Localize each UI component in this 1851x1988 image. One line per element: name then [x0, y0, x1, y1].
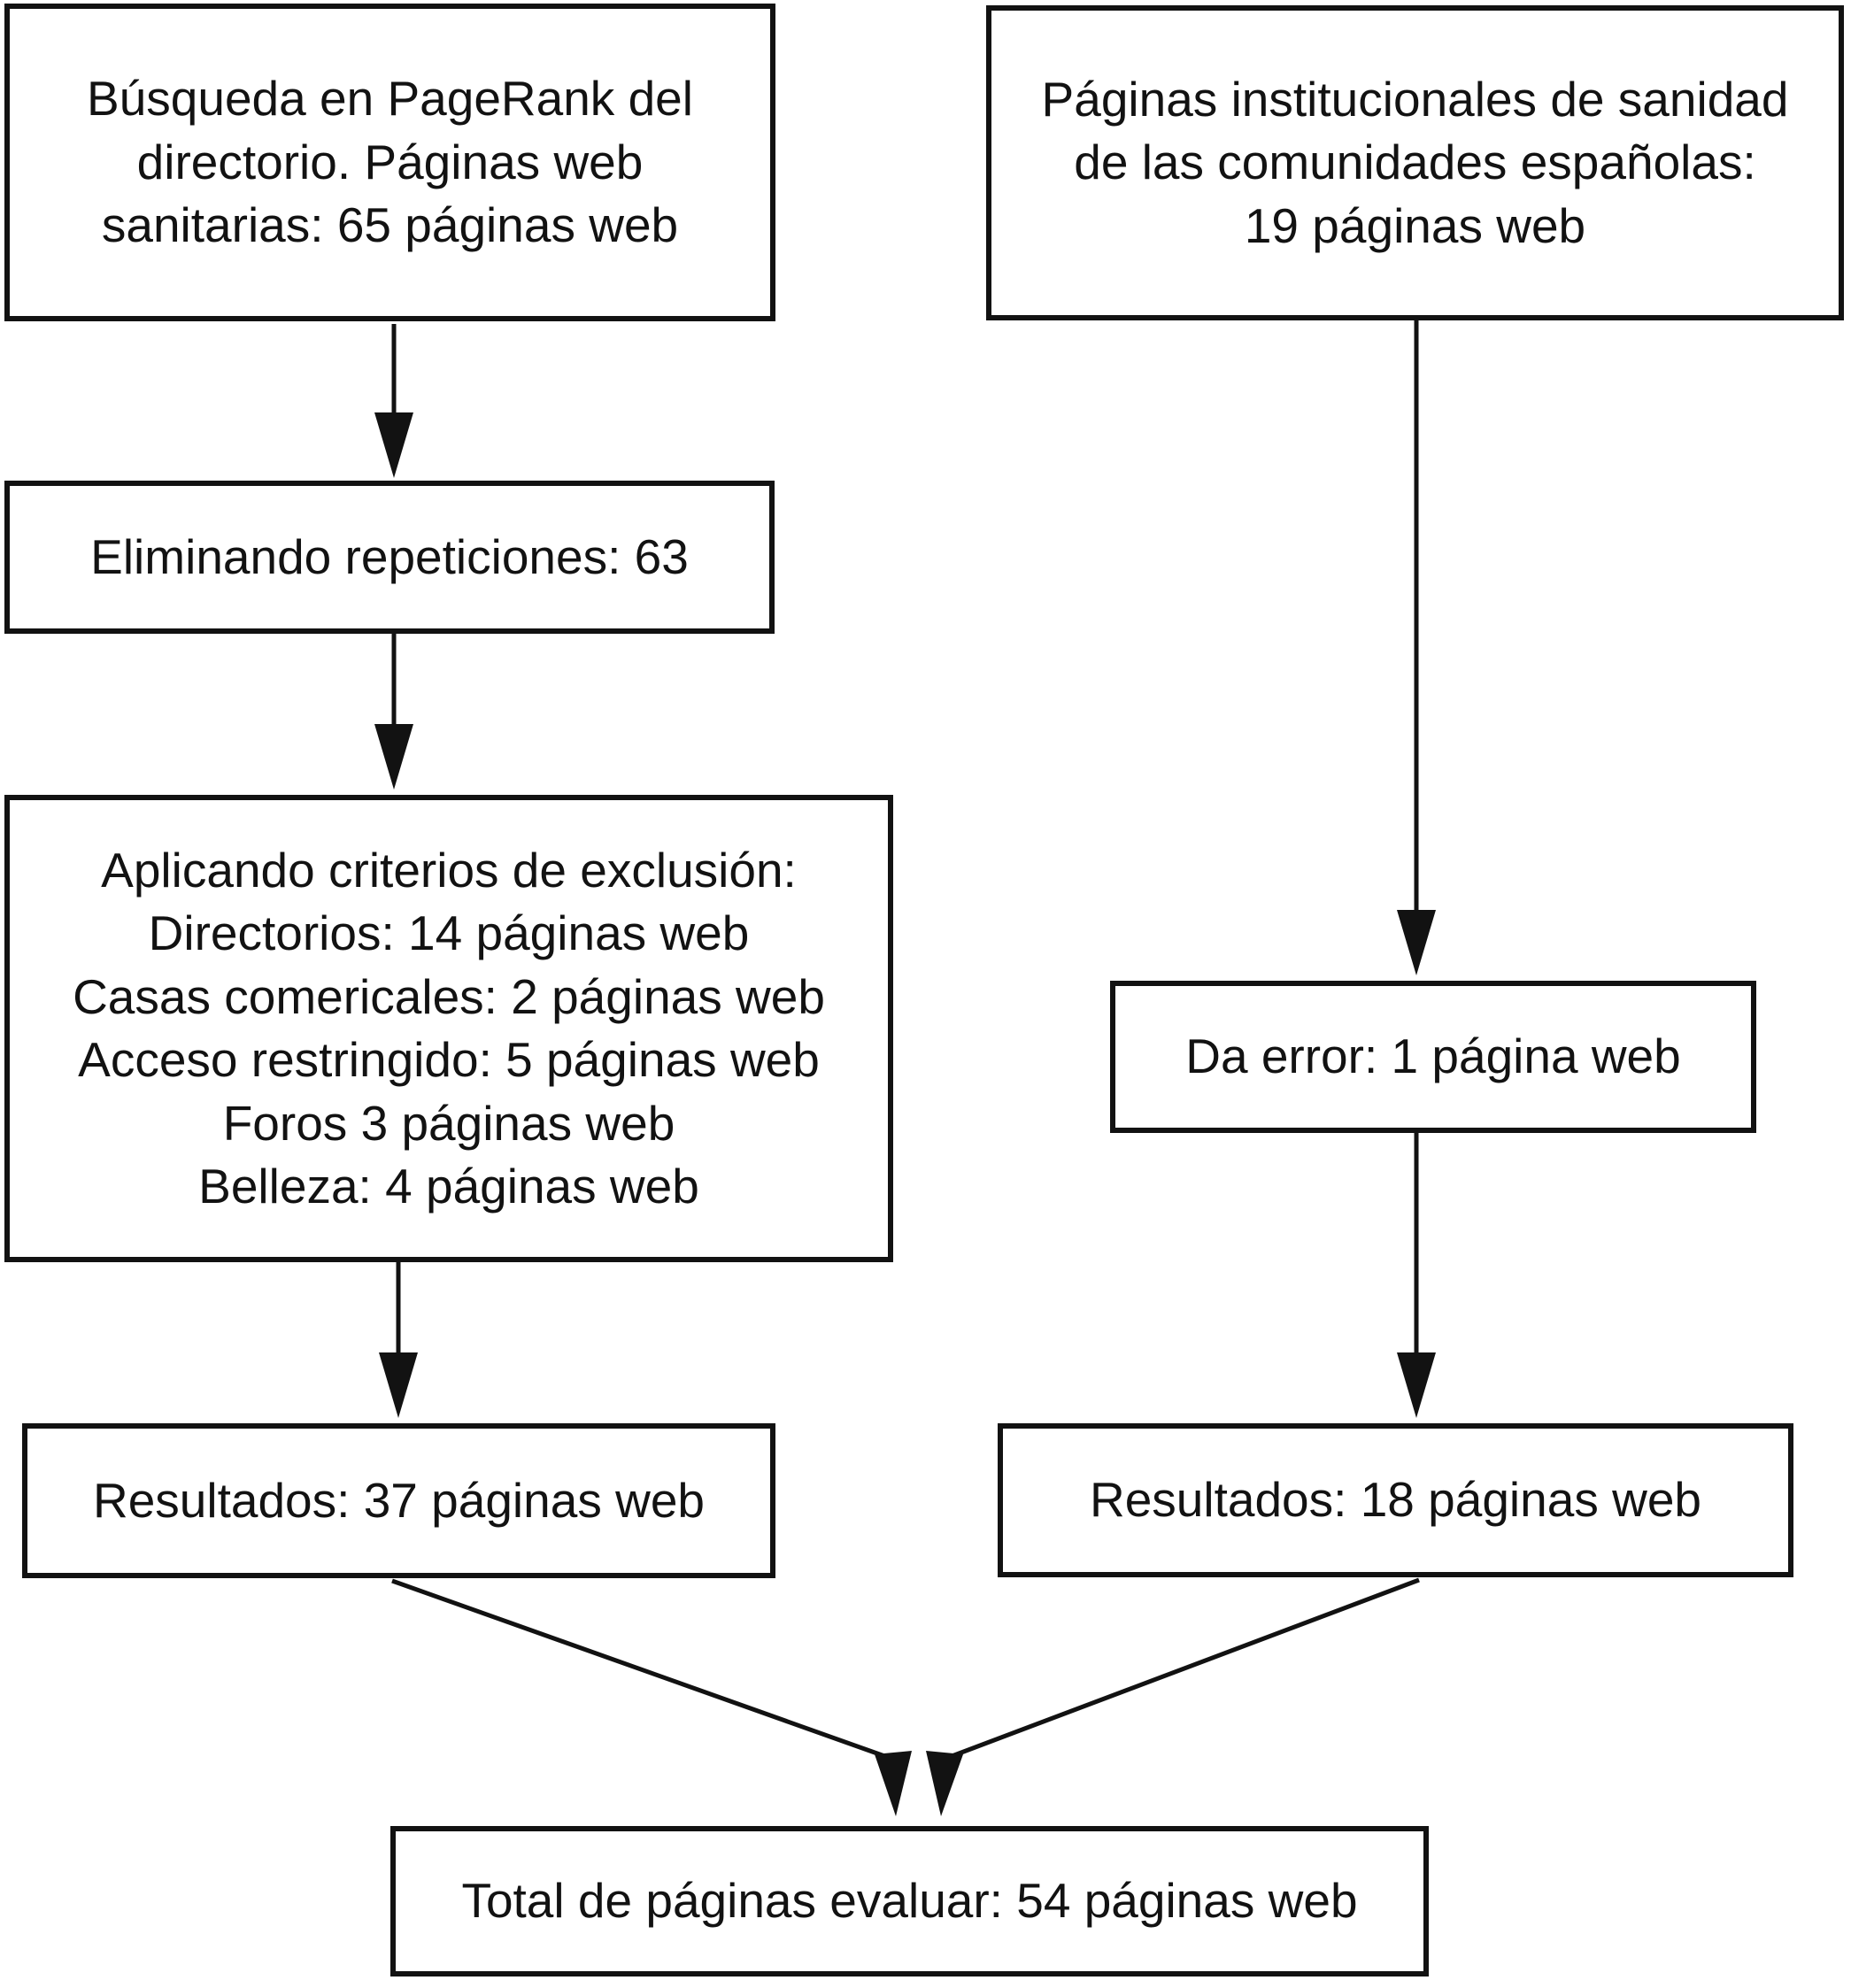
node-text-line: Total de páginas evaluar: 54 páginas web [461, 1873, 1358, 1929]
node-text-line: Búsqueda en PageRank del [87, 71, 693, 127]
node-error-pages: Da error: 1 página web [1110, 981, 1756, 1133]
arrow-results-left-to-total [391, 1578, 912, 1816]
node-text-line: Páginas institucionales de sanidad [1041, 71, 1789, 127]
arrow-duplicates-to-exclusion [374, 632, 413, 790]
arrow-exclusion-to-results-left [379, 1260, 418, 1418]
node-text-line: Resultados: 37 páginas web [92, 1472, 706, 1528]
node-exclusion-criteria: Aplicando criterios de exclusión: Direct… [4, 795, 893, 1262]
node-pagerank-search: Búsqueda en PageRank del directorio. Pág… [4, 4, 775, 321]
node-text-line: Directorios: 14 páginas web [148, 905, 750, 960]
arrow-pagerank-to-duplicates [374, 324, 413, 478]
node-total: Total de páginas evaluar: 54 páginas web [390, 1826, 1429, 1976]
node-results-left: Resultados: 37 páginas web [22, 1423, 775, 1578]
node-text-line: Da error: 1 página web [1185, 1029, 1681, 1084]
node-text-line: de las comunidades españolas: [1074, 135, 1756, 190]
node-text-line: Aplicando criterios de exclusión: [101, 842, 797, 898]
arrow-results-right-to-total [926, 1577, 1420, 1816]
node-text-line: 19 páginas web [1244, 197, 1586, 253]
node-text-line: Belleza: 4 páginas web [198, 1159, 699, 1214]
node-text-line: sanitarias: 65 páginas web [101, 197, 679, 253]
node-text-line: Acceso restringido: 5 páginas web [78, 1032, 820, 1087]
arrow-error-to-results-right [1397, 1131, 1436, 1418]
node-results-right: Resultados: 18 páginas web [998, 1423, 1793, 1577]
arrow-institutional-to-error [1397, 319, 1436, 975]
node-text-line: Eliminando repeticiones: 63 [90, 528, 689, 584]
node-text-line: directorio. Páginas web [136, 134, 644, 189]
node-remove-duplicates: Eliminando repeticiones: 63 [4, 481, 775, 634]
node-text-line: Casas comericales: 2 páginas web [73, 968, 825, 1024]
node-text-line: Foros 3 páginas web [222, 1095, 675, 1151]
node-text-line: Resultados: 18 páginas web [1089, 1472, 1702, 1528]
node-institutional-pages: Páginas institucionales de sanidad de la… [986, 5, 1844, 320]
